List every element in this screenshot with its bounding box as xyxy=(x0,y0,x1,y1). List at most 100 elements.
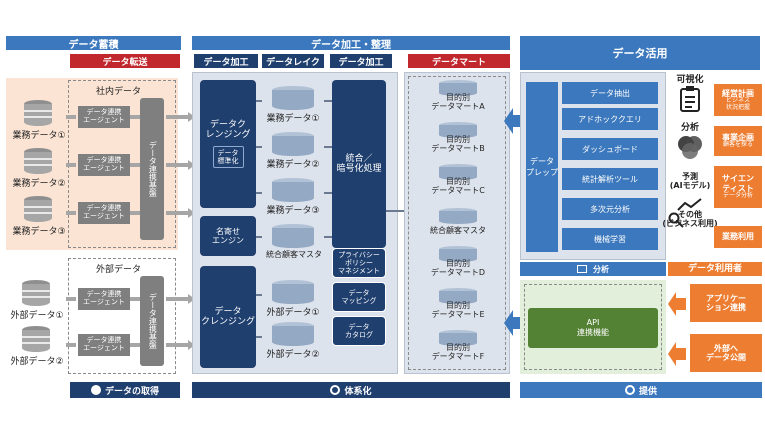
source-label: 業務データ② xyxy=(12,179,66,189)
cylinder-icon xyxy=(439,80,477,96)
data-users-bar: データ利用者 xyxy=(668,262,762,276)
cylinder-icon xyxy=(272,178,314,202)
data-mart-group xyxy=(408,76,506,370)
agent-internal-1: データ連携 エージェント xyxy=(78,106,130,128)
cylinder-icon xyxy=(439,208,477,224)
arrow xyxy=(324,236,332,238)
arrow-head xyxy=(188,340,195,350)
tool-adhoc-query[interactable]: アドホッククエリ xyxy=(562,108,658,130)
cylinder-icon xyxy=(272,224,314,248)
cylinder-icon xyxy=(439,164,477,180)
mart-e: 目的別 データマートE xyxy=(414,288,502,326)
arrow-to-analysis xyxy=(504,108,522,134)
external-source-2: 外部データ② xyxy=(6,326,66,372)
database-icon xyxy=(24,196,52,222)
lake-item-2: 業務データ② xyxy=(262,132,324,172)
arrow xyxy=(66,211,76,215)
mart-a: 目的別 データマートA xyxy=(414,80,502,118)
mart-label: 目的別 データマートB xyxy=(431,135,485,154)
external-data-label: 外部データ xyxy=(96,265,142,275)
lake-item-3: 業務データ③ xyxy=(262,178,324,218)
tool-dashboard[interactable]: ダッシュボード xyxy=(562,138,658,160)
tool-statistics[interactable]: 統計解析ツール xyxy=(562,168,658,190)
arrow-to-api xyxy=(504,310,522,336)
data-users-label: データ利用者 xyxy=(687,263,742,274)
api-box[interactable]: API 連携機能 xyxy=(528,308,658,348)
tool-extract[interactable]: データ抽出 xyxy=(562,82,658,104)
arrow-head xyxy=(188,112,195,122)
database-icon xyxy=(24,100,52,126)
category-label: その他 (ビジネス利用) xyxy=(662,210,718,229)
lake-item-label: 業務データ② xyxy=(266,160,320,170)
lake-item-label: 統合顧客マスタ xyxy=(266,250,322,259)
user-output-planning: 事業企画 顧客を探る xyxy=(714,126,762,156)
privacy-policy-box: プライバシー ポリシー マネジメント xyxy=(332,248,386,278)
chart-icon xyxy=(577,265,587,273)
mart-customer-master: 統合顧客マスタ xyxy=(414,208,502,242)
category-analysis: 分析 xyxy=(668,120,712,170)
user-output-scientist: サイエン ティスト データ分析 xyxy=(714,166,762,208)
arrow xyxy=(66,163,76,167)
arrow xyxy=(324,192,332,194)
arrow xyxy=(130,211,140,215)
mart-label: 目的別 データマートC xyxy=(431,177,485,196)
cylinder-icon xyxy=(272,86,314,110)
arrow xyxy=(256,336,262,338)
mart-f: 目的別 データマートF xyxy=(414,330,502,368)
footer-systematization: 体系化 xyxy=(192,382,510,398)
tool-multidimensional[interactable]: 多次元分析 xyxy=(562,198,658,220)
tool-machine-learning[interactable]: 機械学習 xyxy=(562,228,658,250)
header-data-transfer: データ転送 xyxy=(70,54,180,68)
header-processing-1: データ加工 xyxy=(194,54,258,68)
source-label: 業務データ① xyxy=(12,131,66,141)
arrow xyxy=(66,115,76,119)
footer-acquisition: データの取得 xyxy=(70,382,180,398)
arrow xyxy=(166,163,188,167)
agent-external-1: データ連携 エージェント xyxy=(78,288,130,310)
mart-label: 目的別 データマートF xyxy=(431,343,485,362)
output-sub: 顧客を探る xyxy=(722,141,753,149)
arrow xyxy=(256,100,262,102)
cylinder-icon xyxy=(439,330,477,346)
cylinder-icon xyxy=(439,288,477,304)
mart-label: 統合顧客マスタ xyxy=(430,226,486,235)
arrow xyxy=(324,100,332,102)
lake-item-label: 業務データ① xyxy=(266,114,320,124)
category-visualization: 可視化 xyxy=(668,72,712,122)
clipboard-icon xyxy=(680,86,700,112)
arrow xyxy=(130,343,140,347)
output-sub: データ分析 xyxy=(722,191,753,199)
cylinder-icon xyxy=(439,122,477,138)
header-data-mart: データマート xyxy=(408,54,510,68)
internal-source-3: 業務データ③ xyxy=(10,196,66,242)
cleansing-box-2: データ クレンジング xyxy=(200,266,256,368)
data-catalog-box: データ カタログ xyxy=(332,316,386,346)
arrow xyxy=(166,115,188,119)
external-data-group xyxy=(68,258,176,374)
source-label: 外部データ② xyxy=(10,357,64,367)
source-label: 外部データ① xyxy=(10,311,64,321)
provision-external-publish: 外部へ データ公開 xyxy=(690,334,762,372)
lake-item-label: 業務データ③ xyxy=(266,206,320,216)
provision-app-integration: アプリケー ション連携 xyxy=(690,284,762,322)
category-label: 可視化 xyxy=(676,75,704,85)
footer-provision-label: 提供 xyxy=(638,386,657,397)
cleansing-label-1: データク レンジング xyxy=(205,119,251,140)
database-icon xyxy=(22,280,50,306)
cylinder-icon xyxy=(439,246,477,262)
source-label: 業務データ③ xyxy=(12,227,66,237)
internal-source-1: 業務データ① xyxy=(10,100,66,146)
arrow xyxy=(256,146,262,148)
external-platform: データ連携基盤 xyxy=(140,276,164,366)
agent-external-2: データ連携 エージェント xyxy=(78,334,130,356)
internal-data-label: 社内データ xyxy=(96,87,142,97)
agent-internal-3: データ連携 エージェント xyxy=(78,202,130,224)
arrow xyxy=(256,192,262,194)
category-label: 分析 xyxy=(680,123,699,133)
analysis-bar: 分析 xyxy=(520,262,666,276)
cylinder-icon xyxy=(272,322,314,346)
arrow-head xyxy=(188,294,195,304)
arrow-head xyxy=(188,208,195,218)
data-prep-box: データ プレップ xyxy=(526,82,558,252)
output-title: 事業企画 xyxy=(722,132,754,142)
